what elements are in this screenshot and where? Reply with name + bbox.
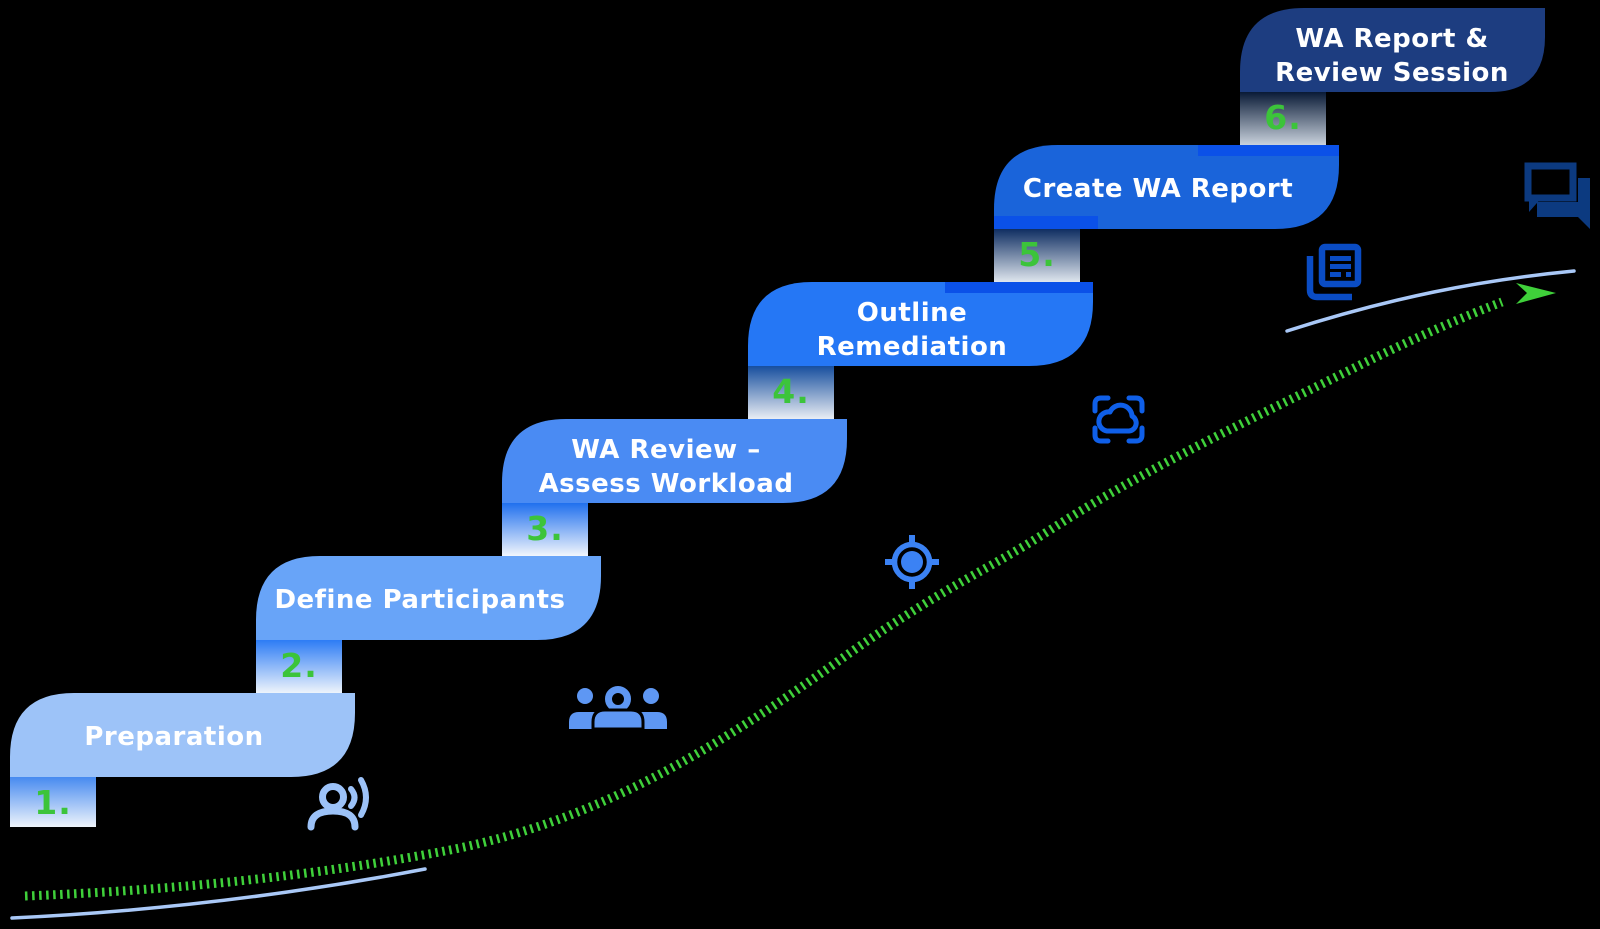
step-number-3: 3. bbox=[526, 509, 564, 548]
step-band-5 bbox=[994, 145, 1339, 229]
step-band-1 bbox=[10, 693, 355, 777]
step-band-2 bbox=[256, 556, 601, 640]
accent-curve-top-right bbox=[1285, 269, 1576, 333]
step-label-2: Define Participants bbox=[274, 585, 565, 615]
step-connector-3 bbox=[502, 503, 588, 556]
cloud-assessment-icon bbox=[1092, 395, 1145, 444]
step-number-5: 5. bbox=[1018, 235, 1056, 274]
ribbon-edge-band5-bottom bbox=[994, 216, 1098, 229]
accent-curve-bottom-left bbox=[10, 867, 427, 920]
review-chat-icon bbox=[1524, 162, 1590, 229]
growth-curve-arrowhead-icon bbox=[1516, 283, 1556, 304]
audience-icon bbox=[569, 683, 667, 731]
step-label-1: Preparation bbox=[84, 722, 263, 752]
step-number-6: 6. bbox=[1264, 98, 1302, 137]
step-label-4-line1: Outline bbox=[857, 298, 968, 328]
step-connector-4 bbox=[748, 366, 834, 419]
step-number-4: 4. bbox=[772, 372, 810, 411]
ribbon-edge-band5-top bbox=[1198, 145, 1339, 156]
step-band-6 bbox=[1240, 8, 1545, 92]
step-label-5: Create WA Report bbox=[1023, 174, 1293, 204]
step-connector-1 bbox=[10, 777, 96, 827]
step-number-1: 1. bbox=[34, 783, 72, 822]
step-label-6-line1: WA Report & bbox=[1295, 24, 1488, 54]
step-label-3-line1: WA Review – bbox=[571, 435, 760, 465]
growth-curve bbox=[24, 297, 1504, 901]
ribbon-edge-band4-top bbox=[945, 282, 1093, 293]
step-label-4-line2: Remediation bbox=[817, 332, 1008, 362]
step-number-2: 2. bbox=[280, 646, 318, 685]
step-connector-6 bbox=[1240, 92, 1326, 145]
step-connector-5 bbox=[994, 229, 1080, 282]
step-label-3-line2: Assess Workload bbox=[539, 469, 794, 499]
step-label-6-line2: Review Session bbox=[1275, 58, 1509, 88]
step-band-4 bbox=[748, 282, 1093, 366]
announcer-icon bbox=[307, 777, 369, 831]
target-icon bbox=[885, 535, 939, 589]
step-band-3 bbox=[502, 419, 847, 503]
step-connector-2 bbox=[256, 640, 342, 693]
report-pages-icon bbox=[1306, 243, 1362, 301]
